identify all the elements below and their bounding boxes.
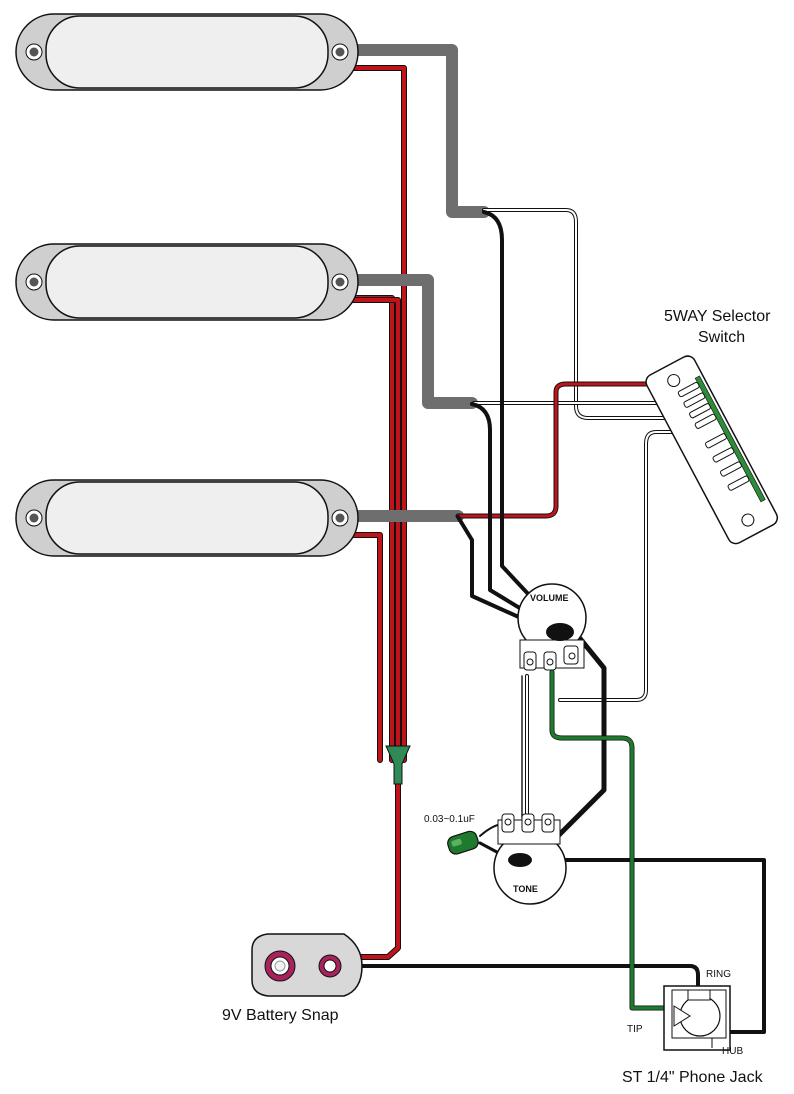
red-wire-bundle — [349, 65, 407, 960]
volume-pot: VOLUME — [517, 583, 587, 671]
switch-mount-hole-top — [667, 374, 681, 388]
volume-pot-lugs — [519, 639, 585, 671]
white-wires — [472, 208, 702, 820]
tone-label: TONE — [513, 884, 538, 894]
9v-battery-snap — [251, 933, 363, 997]
selector-label-line2: Switch — [698, 329, 745, 346]
pickup-screw-left — [25, 509, 43, 527]
battery-terminal-negative — [318, 954, 342, 978]
battery-terminal-positive — [264, 950, 296, 982]
5way-selector-switch — [645, 355, 779, 545]
tone-capacitor — [447, 830, 479, 855]
selector-label-line1: 5WAY Selector — [664, 308, 771, 325]
wire-splice-junction — [385, 745, 411, 785]
tone-pot-lugs — [501, 813, 555, 833]
middle-pickup — [15, 243, 359, 321]
green-wire-output — [549, 669, 667, 1011]
gray-cables — [346, 44, 490, 522]
tone-solder-blob — [508, 853, 532, 867]
gray-cable-middle — [346, 274, 478, 409]
tone-pot: TONE — [493, 813, 567, 905]
switch-mount-hole-bottom — [741, 513, 755, 527]
black-wire-battery — [358, 964, 700, 992]
wires — [346, 44, 766, 1034]
battery-label: 9V Battery Snap — [222, 1007, 339, 1024]
switch-lugs — [677, 381, 750, 491]
pickup-screw-right — [331, 273, 349, 291]
black-wire-neck — [482, 210, 562, 630]
capacitor-label: 0.03~0.1uF — [424, 814, 475, 825]
neck-pickup — [15, 13, 359, 91]
pickup-screw-left — [25, 43, 43, 61]
stereo-quarter-inch-jack — [663, 985, 731, 1051]
jack-label: ST 1/4" Phone Jack — [622, 1069, 764, 1086]
jack-tip-label: TIP — [627, 1024, 643, 1035]
black-wire-middle — [470, 402, 558, 632]
red-wire-bridge — [349, 532, 383, 763]
red-wire-battery — [357, 777, 401, 960]
pickup-screw-right — [331, 43, 349, 61]
pickup-screw-left — [25, 273, 43, 291]
black-ground-wires — [358, 210, 766, 1034]
jack-hub-label: HUB — [722, 1046, 743, 1057]
jack-ring-label: RING — [706, 969, 731, 980]
volume-solder-blob — [546, 623, 574, 641]
black-wire-bridge — [456, 515, 554, 634]
black-wire-jack-sleeve — [518, 858, 766, 1034]
switch-pcb-strip — [694, 375, 766, 503]
bridge-pickup — [15, 479, 359, 557]
volume-label: VOLUME — [530, 593, 569, 603]
gray-cable-neck — [346, 44, 490, 218]
red-wire-middle — [349, 295, 395, 763]
pickup-screw-right — [331, 509, 349, 527]
black-wire-vol-tone — [527, 633, 607, 867]
